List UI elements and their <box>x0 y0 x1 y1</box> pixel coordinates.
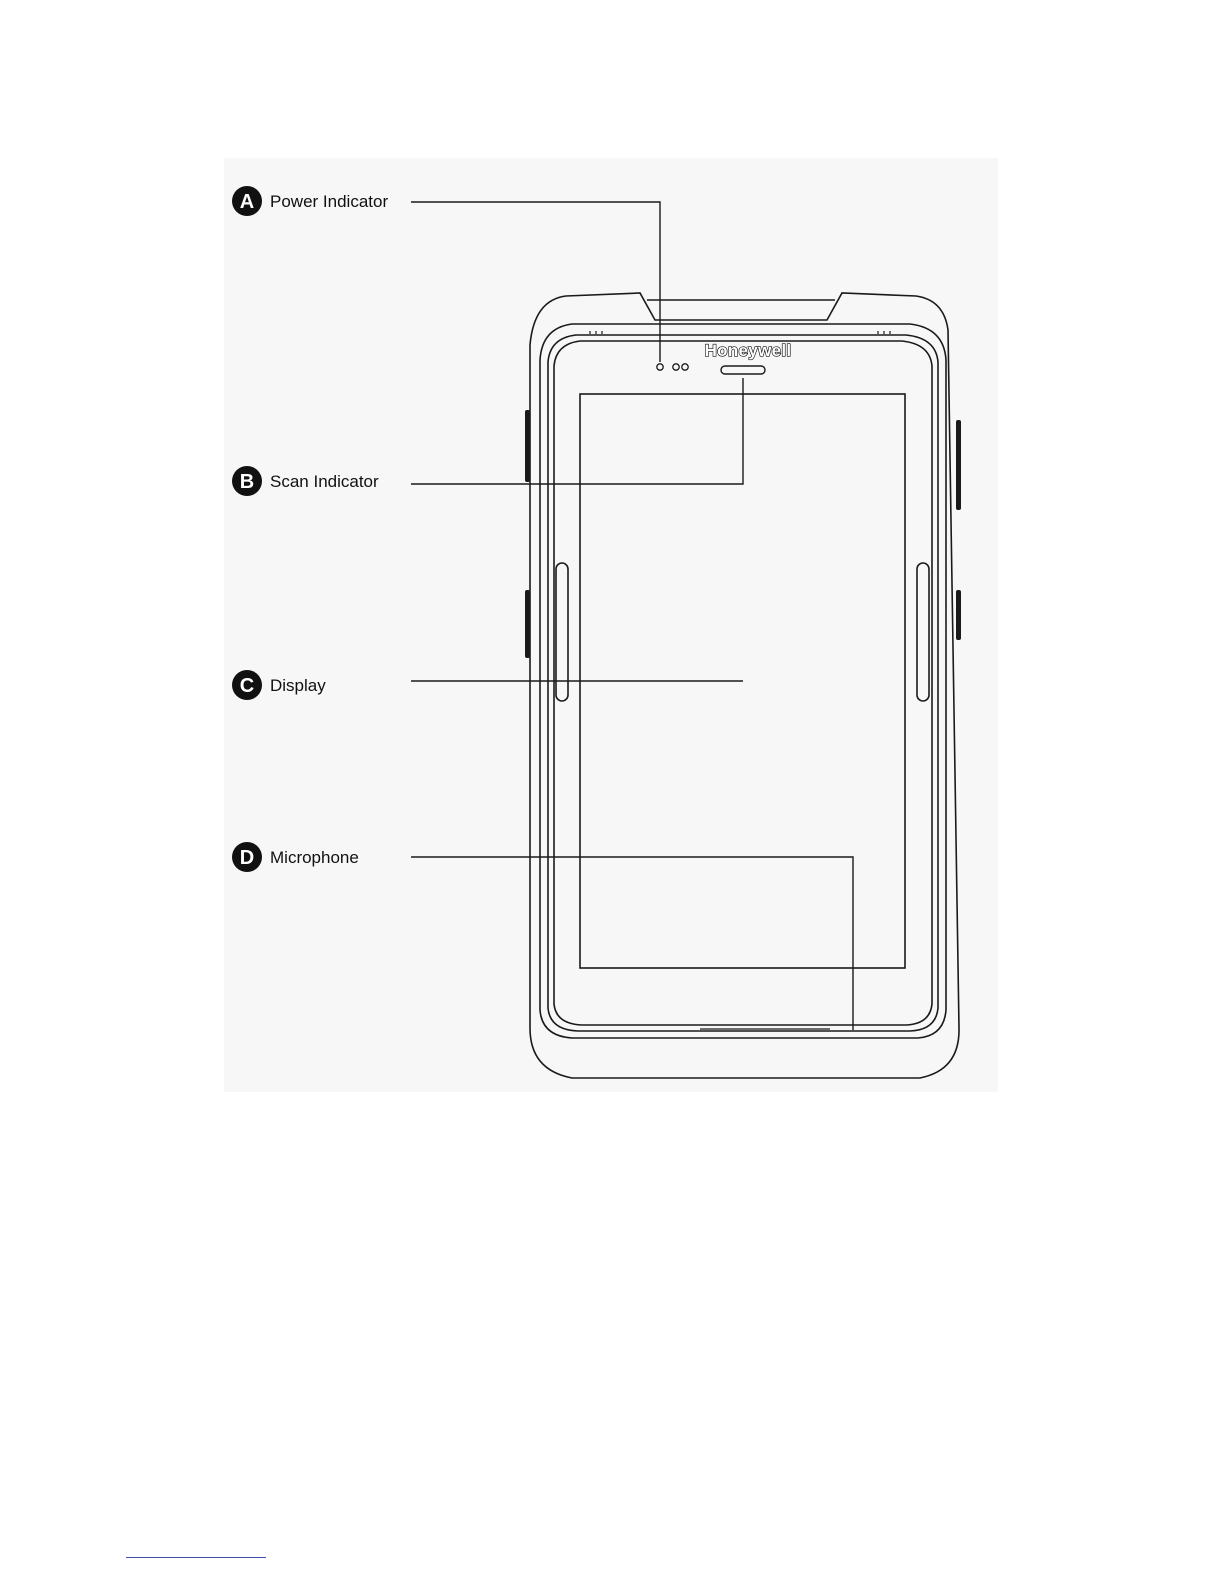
callout-letter-d: D <box>240 847 254 869</box>
callout-letter-a: A <box>240 191 254 213</box>
leader-line-microphone <box>411 857 853 1030</box>
leader-line-power-indicator <box>411 202 660 362</box>
callout-b: B Scan Indicator <box>232 466 379 496</box>
top-grille-ticks <box>590 331 890 334</box>
callout-label-microphone: Microphone <box>270 848 359 867</box>
brand-logo: Honeywell <box>705 341 792 360</box>
callout-a: A Power Indicator <box>232 186 388 216</box>
callout-c: C Display <box>232 670 326 700</box>
callout-d: D Microphone <box>232 842 359 872</box>
device-outline <box>530 293 959 1078</box>
leader-lines <box>411 202 853 1030</box>
callout-label-power-indicator: Power Indicator <box>270 192 388 211</box>
callout-label-scan-indicator: Scan Indicator <box>270 472 379 491</box>
footnote-separator <box>126 1557 266 1558</box>
callout-letter-c: C <box>240 675 254 697</box>
power-indicator-icon <box>657 364 688 370</box>
scan-indicator-icon <box>721 366 765 374</box>
callout-letter-b: B <box>240 471 254 493</box>
callout-label-display: Display <box>270 676 326 695</box>
